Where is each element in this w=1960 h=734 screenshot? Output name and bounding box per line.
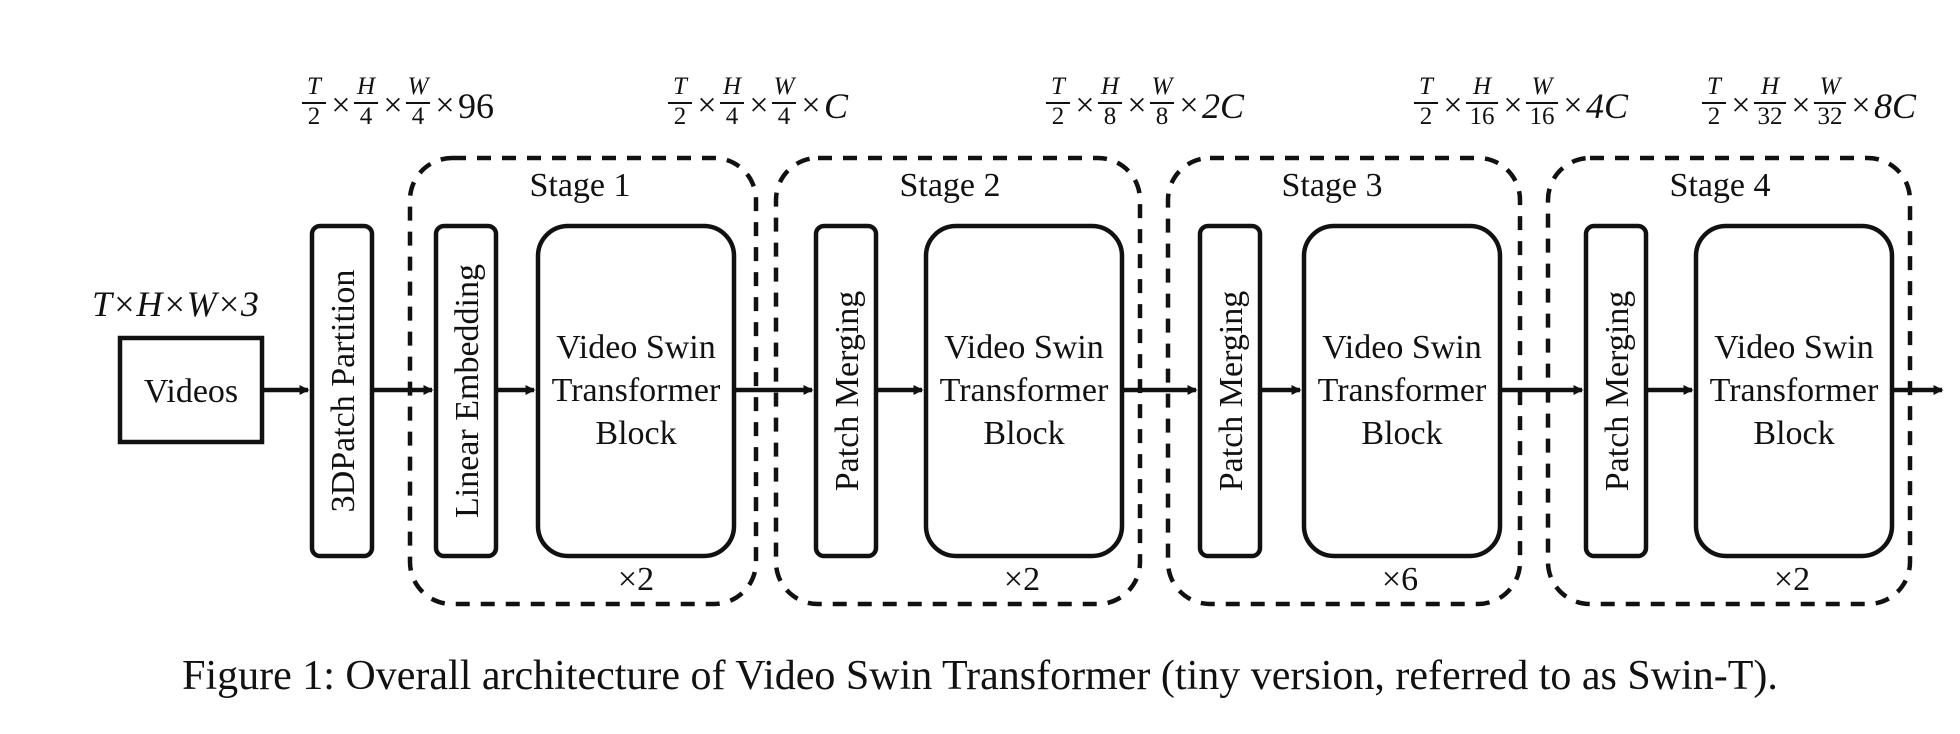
svg-text:Block: Block: [983, 415, 1064, 452]
times-sign: ×: [697, 87, 716, 124]
swin-block-label-stage-1: Video Swin Transformer Block: [552, 329, 721, 452]
stage-2-container: [773, 155, 1143, 607]
svg-text:Block: Block: [1753, 415, 1834, 452]
stage-3-container: [1165, 155, 1523, 607]
times-sign: ×: [1503, 87, 1522, 124]
fraction-numerator: H: [1760, 73, 1781, 100]
channel-dimension: 4C: [1586, 86, 1629, 126]
times-sign: ×: [801, 87, 820, 124]
swin-block-label-stage-3: Video Swin Transformer Block: [1318, 329, 1487, 452]
svg-text:Block: Block: [1361, 415, 1442, 452]
times-sign: ×: [1851, 87, 1870, 124]
fraction-denominator: 16: [1470, 103, 1495, 130]
channel-dimension: 8C: [1874, 86, 1917, 126]
stage-3-title: Stage 3: [1281, 167, 1382, 204]
fraction-denominator: 2: [1052, 103, 1065, 130]
times-sign: ×: [1563, 87, 1582, 124]
fraction-numerator: H: [356, 73, 377, 100]
fraction-denominator: 2: [1708, 103, 1721, 130]
svg-text:Video Swin: Video Swin: [556, 329, 715, 366]
fraction-denominator: 4: [726, 103, 739, 130]
channel-dimension: 96: [458, 86, 494, 126]
fraction-denominator: 2: [308, 103, 321, 130]
fraction-numerator: W: [1532, 73, 1555, 100]
fraction-denominator: 2: [674, 103, 687, 130]
fraction-denominator: 4: [412, 103, 425, 130]
fraction-numerator: W: [774, 73, 797, 100]
fraction-numerator: H: [1100, 73, 1121, 100]
times-sign: ×: [1075, 87, 1094, 124]
stage-4-repeat: ×2: [1774, 561, 1810, 598]
svg-text:Video Swin: Video Swin: [944, 329, 1103, 366]
stage-4-title: Stage 4: [1669, 167, 1770, 204]
fraction-numerator: T: [1051, 73, 1067, 100]
linear-embedding-label: Linear Embedding: [449, 264, 486, 518]
fraction-numerator: H: [1472, 73, 1493, 100]
fraction-numerator: T: [307, 73, 323, 100]
input-shape-label: T×H×W×3: [92, 284, 259, 324]
svg-text:Video Swin: Video Swin: [1714, 329, 1873, 366]
dimension-label-stage-4: T2×H32×W32×8C: [1702, 73, 1917, 130]
patch-merging-label-stage-2: Patch Merging: [829, 291, 866, 492]
stage-3-repeat: ×6: [1382, 561, 1418, 598]
dimension-label-patch-partition: T2×H4×W4×96: [302, 73, 494, 130]
stage-2-repeat: ×2: [1004, 561, 1040, 598]
stage-1-container: [407, 155, 759, 607]
fraction-numerator: T: [1707, 73, 1723, 100]
fraction-denominator: 32: [1818, 103, 1843, 130]
stage-2-title: Stage 2: [899, 167, 1000, 204]
patch-merging-label-stage-4: Patch Merging: [1599, 291, 1636, 492]
svg-text:Transformer: Transformer: [552, 372, 721, 409]
stage-4-container: [1545, 155, 1913, 607]
times-sign: ×: [435, 87, 454, 124]
fraction-numerator: W: [408, 73, 431, 100]
fraction-denominator: 4: [360, 103, 373, 130]
dimension-label-stage-3: T2×H16×W16×4C: [1414, 73, 1629, 130]
videos-box: [117, 335, 265, 445]
stage-1-repeat: ×2: [618, 561, 654, 598]
swin-block-label-stage-4: Video Swin Transformer Block: [1710, 329, 1879, 452]
fraction-denominator: 2: [1420, 103, 1433, 130]
fraction-denominator: 16: [1530, 103, 1555, 130]
fraction-numerator: W: [1820, 73, 1843, 100]
times-sign: ×: [331, 87, 350, 124]
svg-text:Transformer: Transformer: [940, 372, 1109, 409]
dimension-label-stage-1: T2×H4×W4×C: [668, 73, 849, 130]
svg-text:Transformer: Transformer: [1710, 372, 1879, 409]
figure-caption: Figure 1: Overall architecture of Video …: [182, 653, 1778, 699]
fraction-numerator: W: [1152, 73, 1175, 100]
fraction-denominator: 32: [1758, 103, 1783, 130]
videos-label: Videos: [144, 373, 238, 410]
svg-text:Block: Block: [595, 415, 676, 452]
times-sign: ×: [383, 87, 402, 124]
patch-partition-label: 3DPatch Partition: [325, 270, 362, 513]
fraction-numerator: T: [673, 73, 689, 100]
patch-merging-label-stage-3: Patch Merging: [1213, 291, 1250, 492]
channel-dimension: 2C: [1202, 86, 1245, 126]
times-sign: ×: [1443, 87, 1462, 124]
times-sign: ×: [1731, 87, 1750, 124]
svg-text:Video Swin: Video Swin: [1322, 329, 1481, 366]
channel-dimension: C: [824, 86, 849, 126]
svg-text:Transformer: Transformer: [1318, 372, 1487, 409]
times-sign: ×: [1179, 87, 1198, 124]
swin-block-label-stage-2: Video Swin Transformer Block: [940, 329, 1109, 452]
stage-1-title: Stage 1: [529, 167, 630, 204]
fraction-denominator: 4: [778, 103, 791, 130]
fraction-denominator: 8: [1156, 103, 1169, 130]
dimension-label-stage-2: T2×H8×W8×2C: [1046, 73, 1245, 130]
fraction-numerator: H: [722, 73, 743, 100]
fraction-denominator: 8: [1104, 103, 1117, 130]
times-sign: ×: [1791, 87, 1810, 124]
times-sign: ×: [1127, 87, 1146, 124]
fraction-numerator: T: [1419, 73, 1435, 100]
times-sign: ×: [749, 87, 768, 124]
